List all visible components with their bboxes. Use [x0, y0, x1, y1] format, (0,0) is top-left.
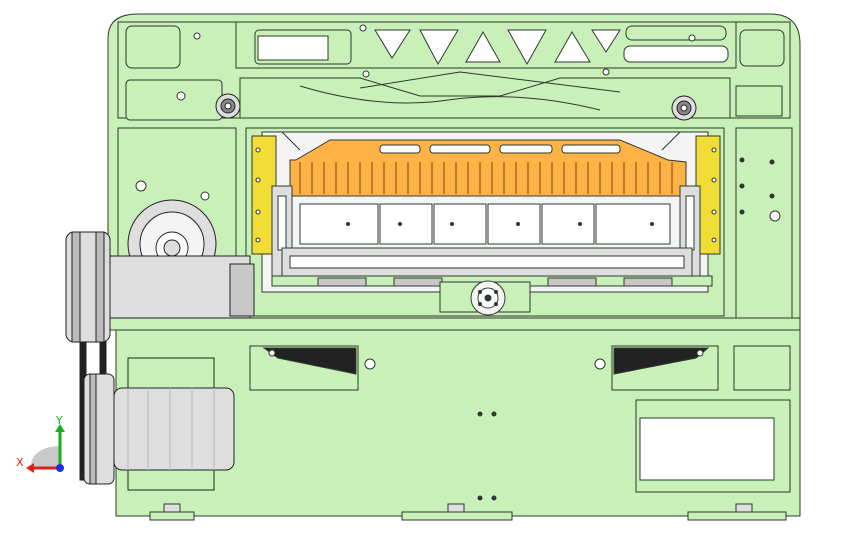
electric-motor	[113, 357, 235, 491]
orange-cutter-drum	[289, 139, 687, 197]
gear-reducer	[109, 199, 255, 319]
x-axis-label: X	[16, 456, 24, 469]
upper-pulley	[65, 231, 111, 343]
y-axis-label: Y	[55, 414, 63, 427]
axis-triad-icon: Y X	[16, 414, 65, 473]
bottom-roller	[271, 247, 713, 316]
bearing-left	[215, 93, 241, 119]
bearing-right	[671, 95, 697, 121]
blade-blocks	[299, 203, 671, 245]
motor-pulley	[83, 373, 115, 485]
